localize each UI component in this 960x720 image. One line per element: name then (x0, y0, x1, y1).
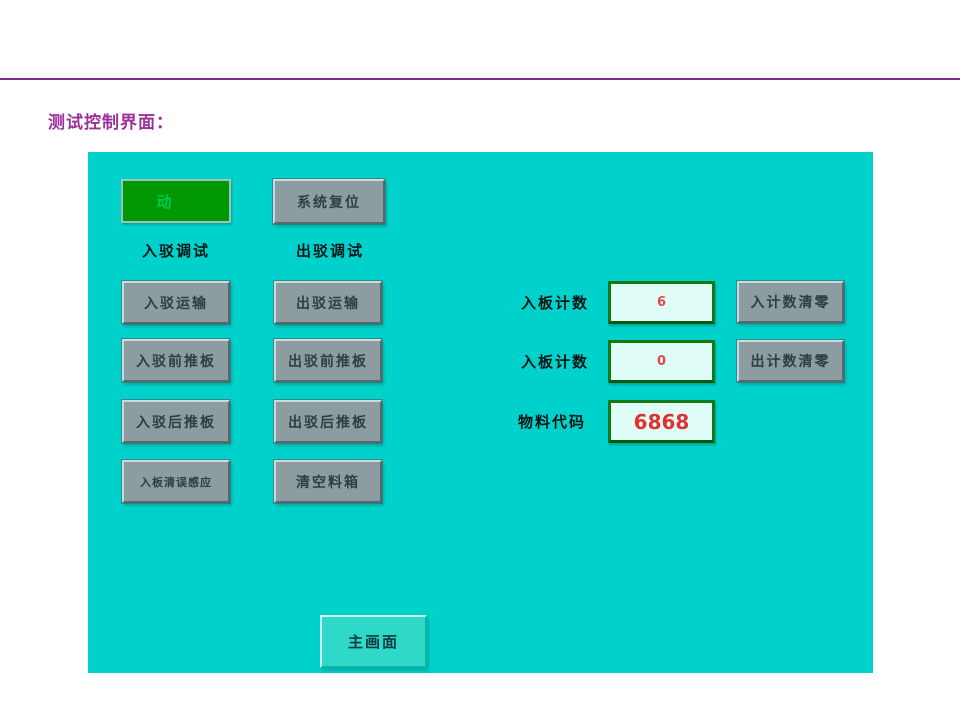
clear-bin-button[interactable]: 清空料箱 (274, 460, 382, 503)
out-transport-button[interactable]: 出驳运输 (274, 281, 382, 324)
in-count-label: 入板计数 (521, 294, 590, 312)
out-count-value[interactable]: 0 (608, 340, 715, 383)
top-divider (0, 78, 960, 80)
out-count-clear-button[interactable]: 出计数清零 (737, 340, 844, 382)
in-count-clear-button[interactable]: 入计数清零 (737, 281, 844, 323)
in-front-push-button[interactable]: 入驳前推板 (122, 339, 230, 382)
in-transport-button[interactable]: 入驳运输 (122, 281, 230, 324)
out-count-label: 入板计数 (521, 353, 590, 371)
main-screen-button[interactable]: 主画面 (320, 615, 427, 668)
material-code-label: 物料代码 (518, 413, 587, 431)
out-rear-push-button[interactable]: 出驳后推板 (274, 400, 382, 443)
page-title: 测试控制界面： (48, 113, 174, 133)
hmi-panel: 动 系统复位 入驳调试 出驳调试 入驳运输 入驳前推板 入驳后推板 入板清误感应… (88, 152, 873, 673)
in-board-error-sensor-button[interactable]: 入板清误感应 (122, 460, 230, 503)
system-reset-button[interactable]: 系统复位 (273, 179, 385, 224)
in-count-value[interactable]: 6 (608, 281, 715, 324)
in-rear-push-button[interactable]: 入驳后推板 (122, 400, 230, 443)
out-front-push-button[interactable]: 出驳前推板 (274, 339, 382, 382)
material-code-value[interactable]: 6868 (608, 400, 715, 443)
out-debug-label: 出驳调试 (295, 241, 364, 260)
run-button[interactable]: 动 (121, 179, 231, 223)
in-debug-label: 入驳调试 (141, 241, 210, 260)
